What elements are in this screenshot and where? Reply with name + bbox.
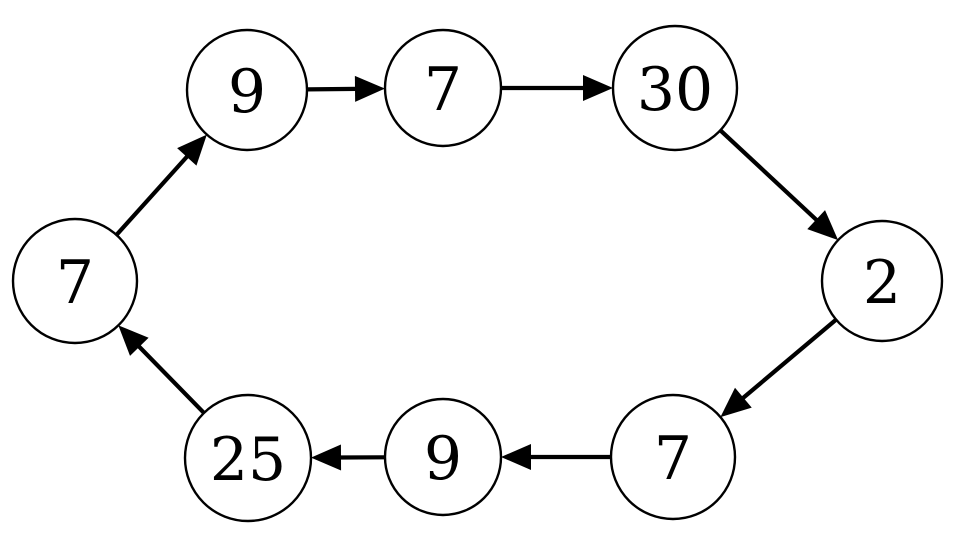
edge-arrowhead-icon xyxy=(177,134,207,166)
graph-edge[interactable] xyxy=(114,134,207,237)
node-circle xyxy=(11,217,139,345)
graph-edge[interactable] xyxy=(310,444,386,471)
graph-node[interactable]: 30 xyxy=(611,24,739,152)
graph-node[interactable]: 2 xyxy=(820,219,944,343)
edge-arrowhead-icon xyxy=(720,387,752,418)
node-label: 30 xyxy=(637,55,713,125)
edges-layer xyxy=(114,75,839,471)
edge-line xyxy=(136,343,206,415)
edge-arrowhead-icon xyxy=(354,75,386,102)
node-circle xyxy=(611,24,739,152)
graph-edge[interactable] xyxy=(720,318,838,418)
graph-edge[interactable] xyxy=(501,444,611,470)
graph-node[interactable]: 9 xyxy=(185,28,309,152)
node-label: 9 xyxy=(228,57,266,127)
node-label: 7 xyxy=(56,248,94,318)
graph-node[interactable]: 7 xyxy=(11,217,139,345)
graph-node[interactable]: 7 xyxy=(383,28,503,148)
edge-arrowhead-icon xyxy=(310,444,342,471)
edge-line xyxy=(306,86,358,92)
node-circle xyxy=(383,397,503,517)
graph-edge[interactable] xyxy=(718,128,839,241)
edge-arrowhead-icon xyxy=(118,325,149,356)
node-label: 7 xyxy=(654,424,692,494)
node-circle xyxy=(185,28,309,152)
node-circle xyxy=(383,28,503,148)
node-circle xyxy=(820,219,944,343)
node-label: 25 xyxy=(210,425,286,495)
node-label: 2 xyxy=(863,248,901,318)
node-circle xyxy=(609,393,737,521)
graph-edge[interactable] xyxy=(118,325,206,415)
node-circle xyxy=(183,393,313,523)
edge-line xyxy=(114,153,190,237)
edge-arrowhead-icon xyxy=(501,444,531,470)
edge-arrowhead-icon xyxy=(807,210,839,241)
node-label: 9 xyxy=(424,424,462,494)
nodes-layer: 7 9 7 30 2 7 9 25 xyxy=(11,24,944,523)
edge-line xyxy=(740,318,838,401)
node-label: 7 xyxy=(424,55,462,125)
graph-node[interactable]: 25 xyxy=(183,393,313,523)
edge-line xyxy=(718,128,820,223)
graph-edge[interactable] xyxy=(501,75,613,101)
graph-edge[interactable] xyxy=(306,75,386,102)
graph-node[interactable]: 9 xyxy=(383,397,503,517)
graph-node[interactable]: 7 xyxy=(609,393,737,521)
edge-arrowhead-icon xyxy=(583,75,613,101)
